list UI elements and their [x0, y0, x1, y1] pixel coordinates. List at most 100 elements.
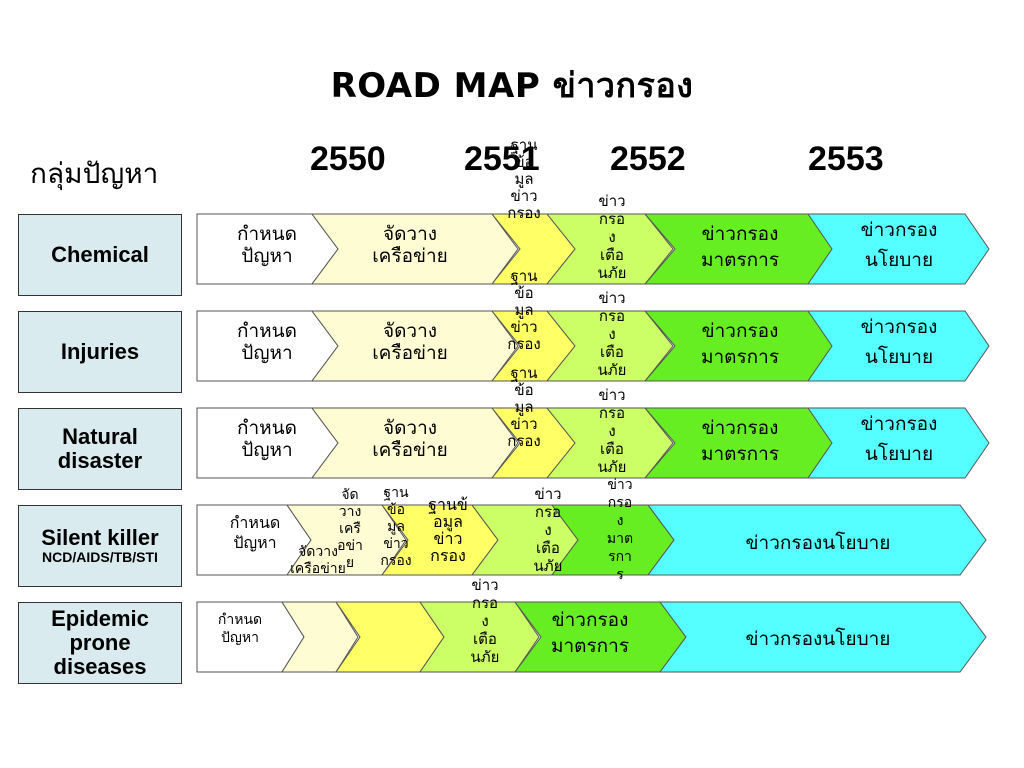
year-2553: 2553 — [808, 140, 884, 178]
stage-network-label: จัดวาง — [383, 320, 437, 342]
stage-measures-label: ข่าวกรอง — [702, 320, 779, 342]
stage-policy — [647, 504, 987, 576]
stage-alert-label: เตือ — [536, 539, 560, 557]
stage-database-label: ข่าว — [383, 536, 408, 552]
stage-policy-label: ข่าวกรอง — [861, 219, 938, 241]
stage-database-label: กรอง — [507, 432, 540, 450]
year-2551: 2551 — [464, 140, 540, 178]
stage-define-label: กำหนด — [230, 513, 281, 532]
category-silent-killer: Silent killer NCD/AIDS/TB/STI — [18, 505, 182, 587]
stage-define-label: ปัญหา — [241, 439, 292, 461]
stage-network-label: เครือข่าย — [372, 245, 448, 267]
stage-alert-label: กรอ — [599, 404, 625, 422]
stage-database-label: มูล — [514, 170, 533, 188]
stage-alert-label: เตือ — [600, 343, 624, 361]
stage-database-label: ข้อ — [514, 153, 533, 171]
stage-database-label: กรอง — [507, 204, 540, 222]
stage-measures-label: ข่าวกรอง — [702, 417, 779, 439]
stage-alert-label: นภัย — [598, 361, 627, 379]
year-2550: 2550 — [310, 140, 386, 178]
category-label: Epidemic prone diseases — [51, 605, 149, 680]
stage-define-label: กำหนด — [218, 612, 262, 628]
stage-measures-label: มาตรการ — [701, 443, 779, 465]
stage-policy — [807, 310, 990, 382]
year-2552: 2552 — [610, 140, 686, 178]
stage-measures-label: รกา — [608, 549, 632, 565]
stage-network-label: จัด — [341, 487, 358, 503]
stage-policy-label: นโยบาย — [865, 442, 933, 465]
group-header: กลุ่มปัญหา — [30, 157, 159, 190]
stage-define-label: ปัญหา — [233, 533, 276, 552]
stage-database-label: กรอง — [430, 546, 466, 565]
stage-policy-label: ข่าวกรอง — [861, 316, 938, 338]
stage-measures-label: ข่าวกรอง — [702, 223, 779, 245]
stage-network-label: เครือข่าย — [372, 439, 448, 461]
stage-define-label: กำหนด — [237, 223, 297, 245]
stage-alert-label: ง — [608, 228, 615, 246]
stage-database-label: มูล — [387, 519, 405, 535]
category-label: Injuries — [60, 338, 140, 364]
stage-network-label: ย — [346, 555, 354, 571]
stage-define-label: กำหนด — [237, 320, 297, 342]
stage-database-label: ข้อ — [514, 381, 533, 399]
stage-alert-label: กรอ — [535, 503, 561, 521]
stage-alert-label: เตือ — [600, 246, 624, 264]
stage-measures-label: ข่าว — [607, 477, 632, 493]
stage-alert-label: ข่าว — [598, 289, 625, 307]
stage-alert-label: ง — [481, 612, 488, 630]
stage-policy-label: ข่าวกรอง — [861, 413, 938, 435]
stage-database-label: ข่าว — [510, 318, 537, 336]
stage-measures-label: มาตรการ — [701, 346, 779, 368]
stage-database-label: กรอง — [380, 553, 411, 569]
stage-alert-label: เตือ — [473, 630, 497, 648]
category-injuries: Injuries — [18, 311, 182, 393]
stage-measures-label: ร — [616, 567, 624, 583]
stage-database-label: อมูล — [433, 512, 463, 532]
stage-policy — [807, 407, 990, 479]
stage-network-label: จัดวาง — [383, 223, 437, 245]
stage-database-label: ข้อ — [514, 284, 533, 302]
stage-measures-label: ง — [617, 513, 624, 529]
stage-policy-label: นโยบาย — [865, 248, 933, 271]
category-natural-disaster: Natural disaster — [18, 408, 182, 490]
stage-alert-label: ง — [608, 325, 615, 343]
stage-database-label: ข่าว — [434, 529, 463, 548]
category-epidemic: Epidemic prone diseases — [18, 602, 182, 684]
stage-alert-label: กรอ — [599, 210, 625, 228]
stage-alert-label: กรอ — [599, 307, 625, 325]
stage-alert-label: กรอ — [472, 594, 498, 612]
category-label: Chemical — [51, 241, 149, 267]
stage-database-label: ฐาน — [511, 267, 538, 285]
stage-network-label: วาง — [339, 504, 362, 520]
stage-network-label: เครื — [339, 521, 361, 537]
stage-alert-label: ง — [608, 422, 615, 440]
stage-network-label: เครือข่าย — [372, 342, 448, 364]
stage-measures-label: กรอ — [608, 495, 632, 511]
stage-network-label: เครือข่าย — [290, 561, 346, 577]
stage-database-label: ฐาน — [383, 485, 409, 501]
stage-alert-label: เตือ — [600, 440, 624, 458]
stage-alert-label: นภัย — [598, 264, 627, 282]
stage-database-label: มูล — [514, 301, 533, 319]
stage-alert-label: นภัย — [598, 458, 627, 476]
stage-database-label: กรอง — [507, 335, 540, 353]
stage-database-label: มูล — [514, 398, 533, 416]
stage-network-label: จัดวาง — [298, 544, 338, 560]
stage-database-label: ข้อ — [387, 502, 405, 518]
stage-network-label: อข่า — [337, 538, 363, 554]
stage-define-label: ปัญหา — [241, 342, 292, 364]
stage-policy-label: ข่าวกรองนโยบาย — [746, 627, 891, 650]
stage-database-label: ฐาน — [511, 136, 538, 154]
stage-database-label: ฐานข้ — [428, 495, 468, 514]
stage-measures-label: มาตรการ — [551, 635, 629, 657]
category-chemical: Chemical — [18, 214, 182, 296]
stage-policy — [807, 213, 990, 285]
stage-alert-label: ข่าว — [534, 485, 561, 503]
stage-alert-label: ง — [544, 521, 551, 539]
stage-policy-label: นโยบาย — [865, 345, 933, 368]
category-sublabel: NCD/AIDS/TB/STI — [42, 549, 158, 566]
stage-alert-label: นภัย — [471, 648, 500, 666]
stage-alert-label: นภัย — [534, 557, 563, 575]
stage-define-label: กำหนด — [237, 417, 297, 439]
category-label: Natural disaster — [57, 423, 143, 473]
